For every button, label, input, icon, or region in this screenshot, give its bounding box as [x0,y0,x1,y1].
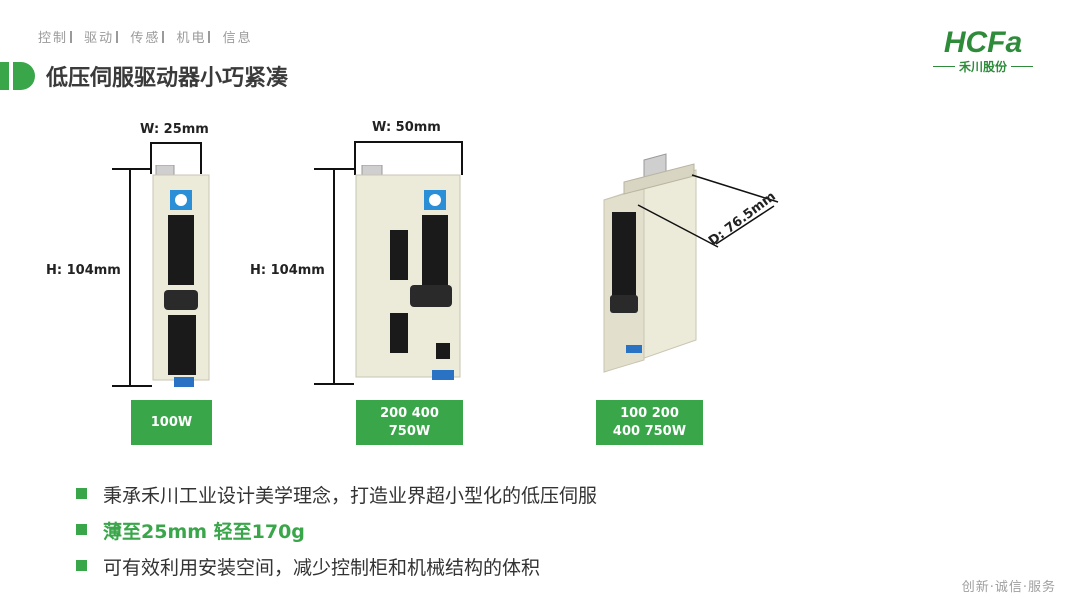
servo-drive-perspective-image [603,153,779,373]
width-dimension-line-2 [354,141,462,143]
power-badge-2: 200 400 750W [356,400,463,445]
width-ext-left-2 [354,141,356,175]
nav-item-info: 信息 [222,31,253,46]
height-dimension-line-1 [129,168,131,386]
title-accent-tab [13,62,35,90]
title-accent-bar [0,62,9,90]
width-ext-right-1 [200,142,202,174]
power-badge-3: 100 200 400 750W [596,400,703,445]
bullet-marker-2 [76,524,87,535]
servo-drive-25mm-image [152,165,210,387]
height-label-2: H: 104mm [250,263,325,278]
width-label-2: W: 50mm [372,120,441,135]
power-badge-1: 100W [131,400,212,445]
nav-item-control: 控制 [38,31,69,46]
nav-item-mechatronics: 机电 [176,31,207,46]
bullet-marker-3 [76,560,87,571]
height-ext-bottom-1 [112,385,152,387]
bullet-text-1: 秉承禾川工业设计美学理念，打造业界超小型化的低压伺服 [103,485,598,507]
top-nav: 控制 驱动 传感 机电 信息 [38,27,253,46]
hcfa-logo: HCFa [944,26,1022,59]
width-ext-left-1 [150,142,152,174]
nav-item-drive: 驱动 [84,31,115,46]
footer-slogan: 创新·诚信·服务 [961,580,1056,595]
page-title: 低压伺服驱动器小巧紧凑 [46,66,289,91]
servo-drive-50mm-image [355,165,461,380]
svg-text:HCFa: HCFa [944,26,1022,59]
bullet-text-2-highlight: 薄至25mm 轻至170g [103,521,305,543]
height-ext-top-1 [112,168,152,170]
width-label-1: W: 25mm [140,122,209,137]
width-ext-right-2 [461,141,463,175]
logo-subtitle: 禾川股份 [928,58,1038,75]
bullet-text-3: 可有效利用安装空间，减少控制柜和机械结构的体积 [103,557,541,579]
height-dimension-line-2 [333,168,335,384]
nav-item-sensor: 传感 [130,31,161,46]
bullet-marker-1 [76,488,87,499]
width-dimension-line-1 [150,142,202,144]
height-label-1: H: 104mm [46,263,121,278]
